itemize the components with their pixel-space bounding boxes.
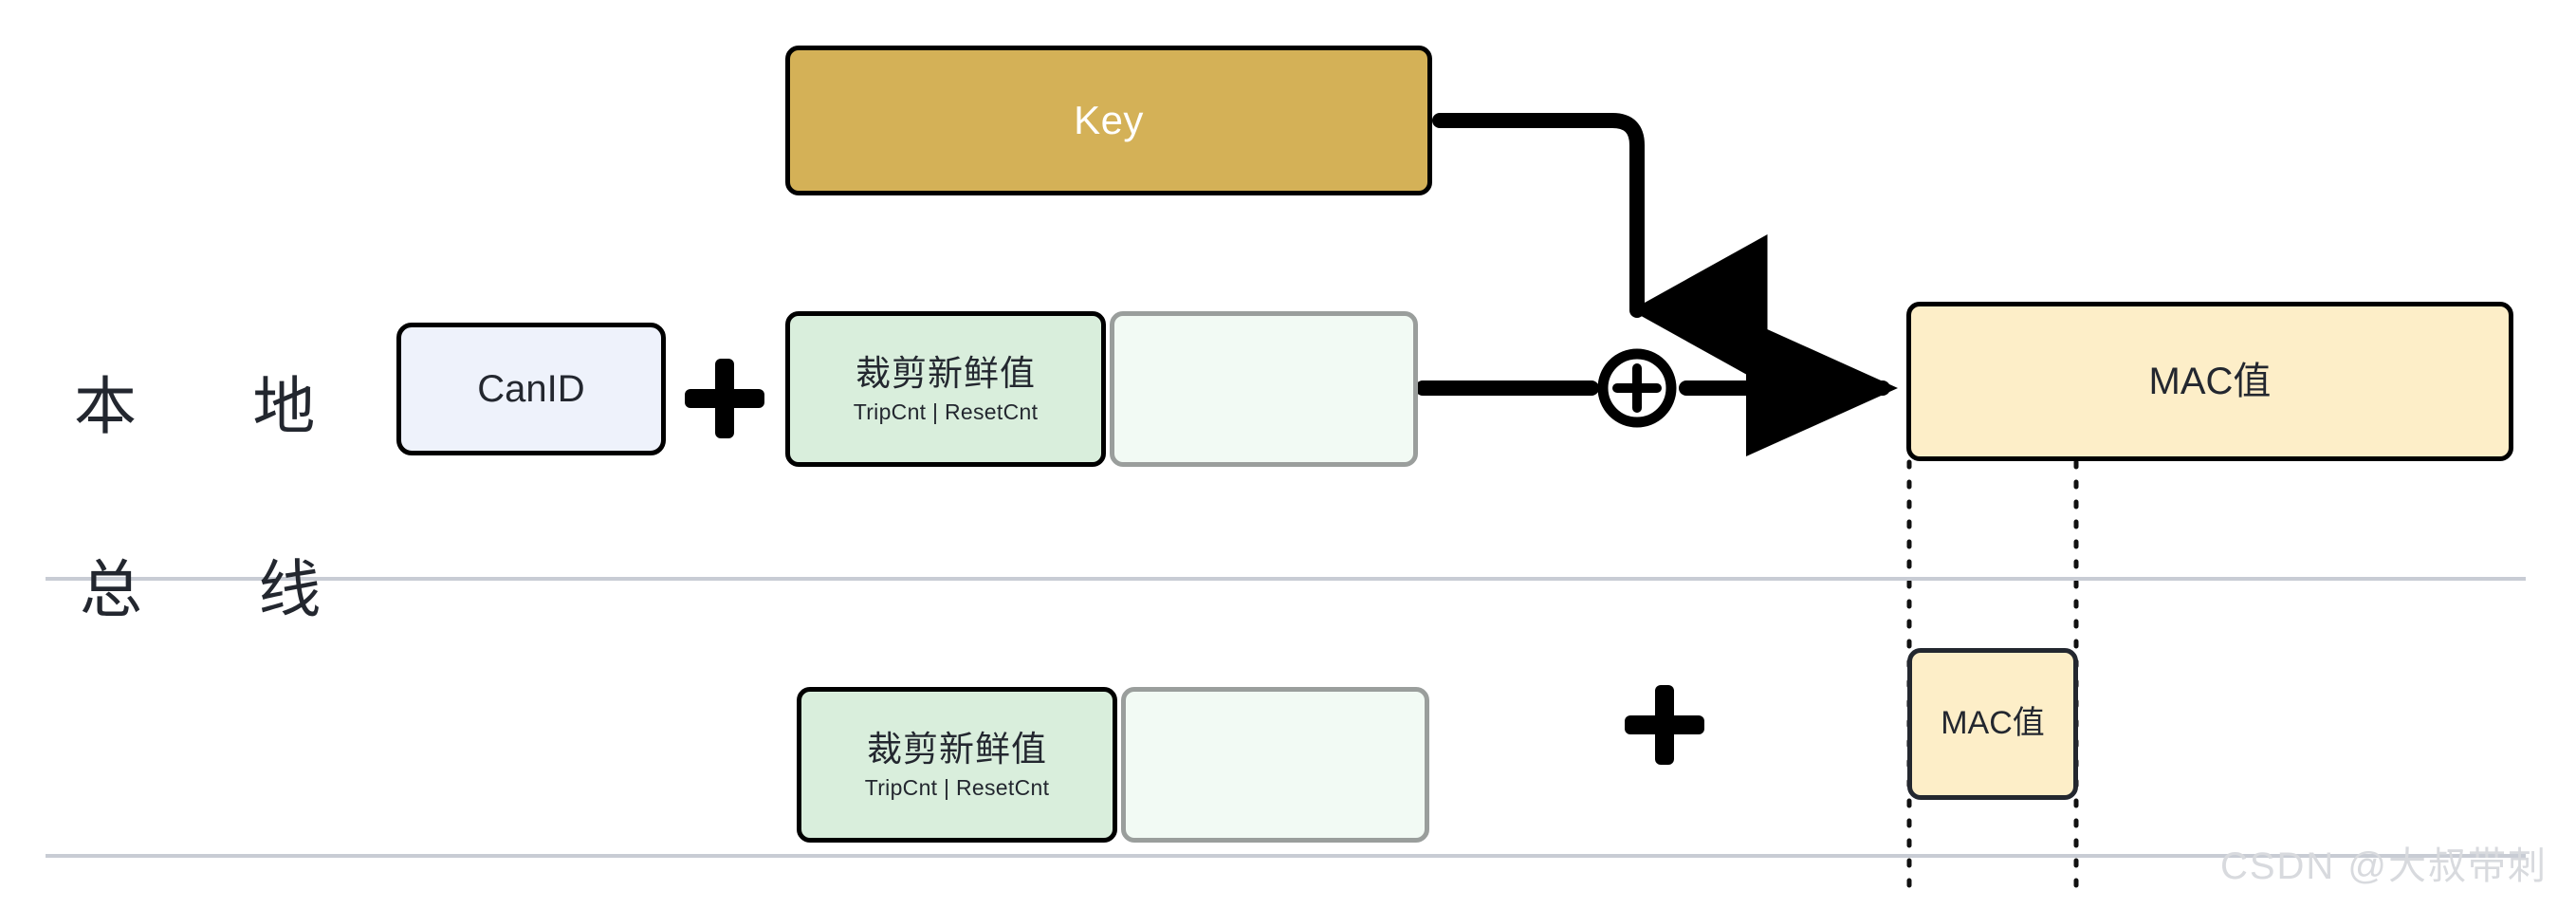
freshness-value-title: 裁剪新鲜值 (867, 729, 1047, 769)
row-label-bus: 总 线 (80, 554, 371, 624)
canid-block[interactable]: CanID (396, 323, 666, 455)
wire-key-to-xor (1432, 113, 1768, 386)
key-block[interactable]: Key (785, 46, 1432, 195)
freshness-padding-block-bus[interactable] (1121, 687, 1429, 843)
freshness-value-block-local[interactable]: 裁剪新鲜值 TripCnt | ResetCnt (785, 311, 1106, 467)
row-label-local: 本 地 (74, 371, 365, 441)
plus-icon-bus (1625, 685, 1704, 765)
mac-value-block-bus[interactable]: MAC值 (1907, 648, 2078, 800)
canid-block-label: CanID (477, 368, 585, 410)
plus-bar-vertical (1655, 685, 1674, 765)
mac-value-label-local: MAC值 (2148, 361, 2272, 402)
xor-operator-icon (1597, 348, 1677, 428)
mac-value-label-bus: MAC值 (1941, 705, 2045, 742)
key-block-label: Key (1074, 97, 1144, 142)
freshness-value-title: 裁剪新鲜值 (856, 353, 1036, 393)
freshness-value-block-bus[interactable]: 裁剪新鲜值 TripCnt | ResetCnt (797, 687, 1117, 843)
row-divider-middle (46, 577, 2526, 581)
watermark-text: CSDN @大叔带刺 (2219, 845, 2548, 887)
freshness-value-subtitle: TripCnt | ResetCnt (853, 399, 1039, 425)
plus-icon-local (685, 359, 764, 438)
row-divider-bottom (46, 854, 2526, 858)
freshness-value-subtitle: TripCnt | ResetCnt (864, 775, 1050, 801)
plus-bar-vertical (715, 359, 734, 438)
freshness-padding-block-local[interactable] (1110, 311, 1418, 467)
mac-value-block-local[interactable]: MAC值 (1906, 302, 2513, 461)
